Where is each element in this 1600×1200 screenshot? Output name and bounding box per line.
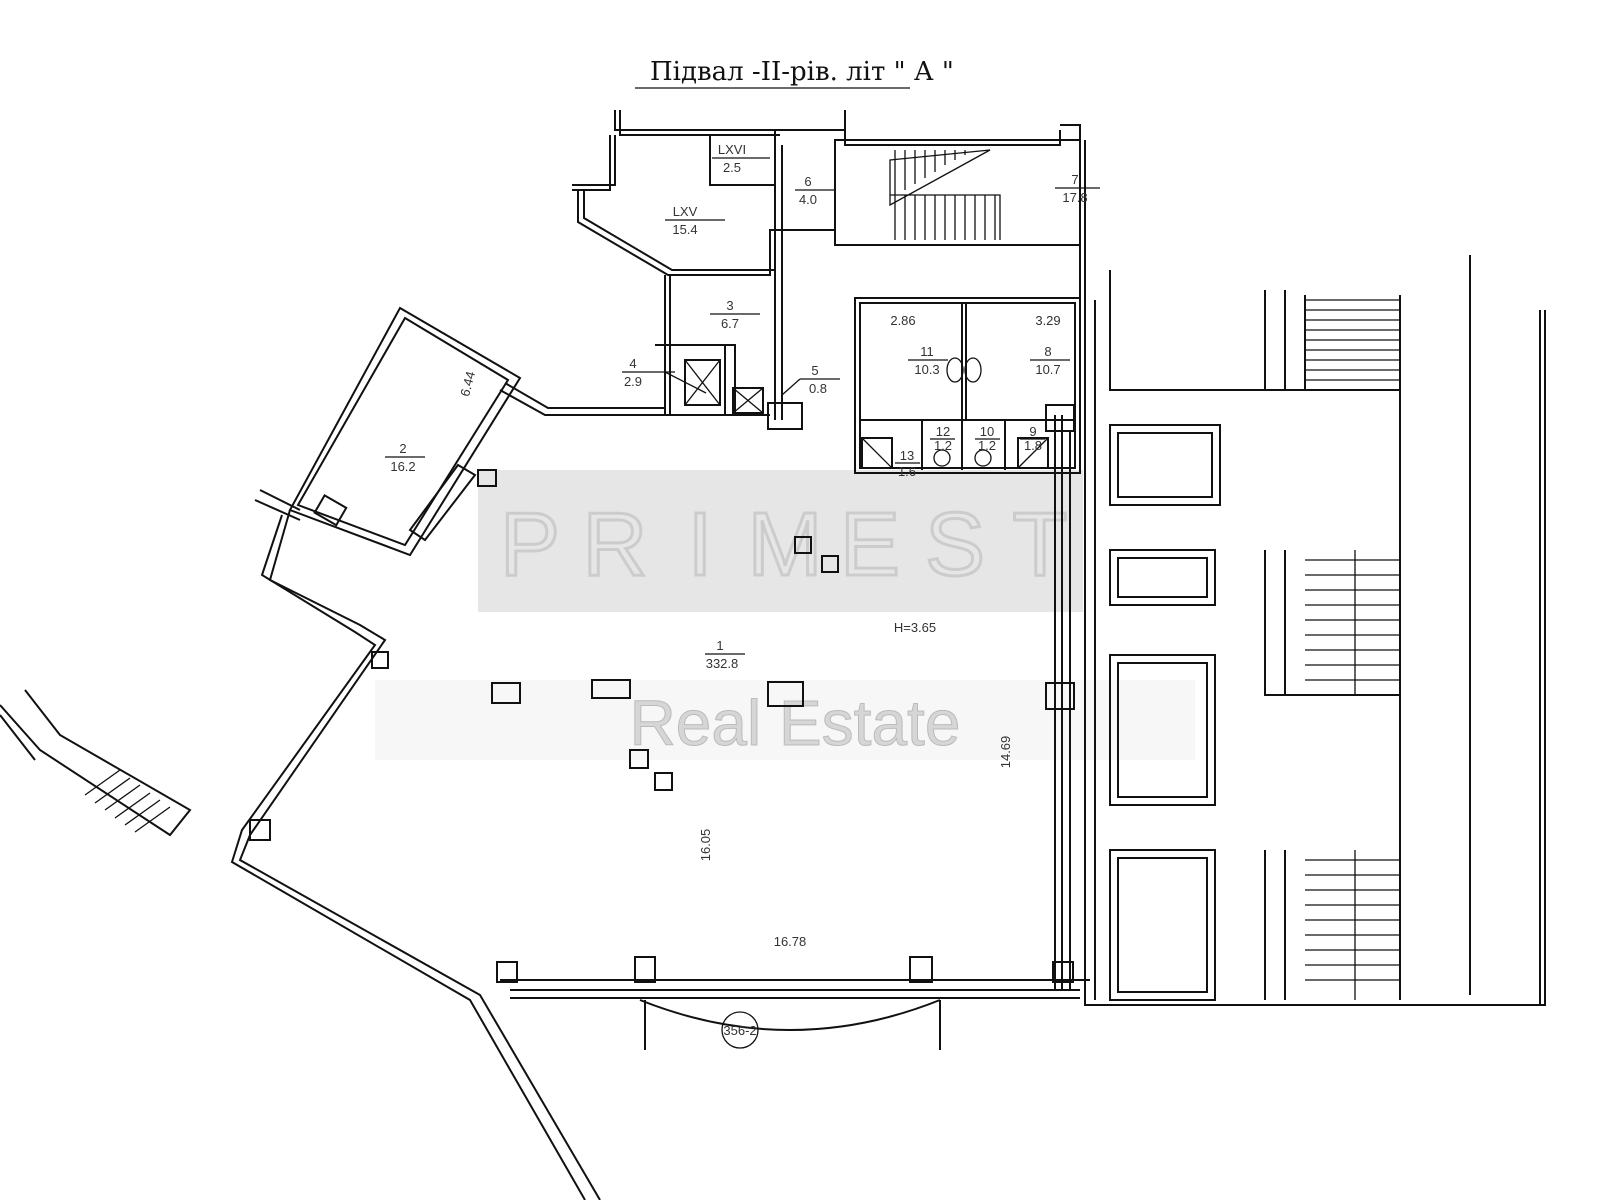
svg-text:0.8: 0.8	[809, 381, 827, 396]
svg-text:6: 6	[804, 174, 811, 189]
svg-text:2: 2	[399, 441, 406, 456]
svg-text:17.8: 17.8	[1062, 190, 1087, 205]
svg-text:1: 1	[716, 638, 723, 653]
svg-text:332.8: 332.8	[706, 656, 739, 671]
room-2-label: 216.2	[385, 441, 425, 474]
ceiling-height: H=3.65	[894, 620, 936, 635]
svg-text:6.7: 6.7	[721, 316, 739, 331]
svg-text:1.2: 1.2	[978, 438, 996, 453]
svg-text:1.2: 1.2	[934, 438, 952, 453]
svg-text:16.2: 16.2	[390, 459, 415, 474]
svg-text:9: 9	[1029, 424, 1036, 439]
dim-6-44: 6.44	[457, 370, 478, 398]
wm-letter: S	[925, 495, 985, 595]
main-hall-walls	[230, 415, 1090, 1200]
room-10-label: 101.2	[975, 424, 1000, 453]
room-LXV-label: LXV 15.4	[665, 204, 725, 237]
svg-text:10.3: 10.3	[914, 362, 939, 377]
dim-16-78: 16.78	[774, 934, 807, 949]
tag-356-2: 356-2	[723, 1023, 756, 1038]
room-13-label: 131.6	[895, 448, 920, 479]
right-exterior	[1084, 255, 1546, 1006]
room-6-label: 64.0	[795, 174, 835, 207]
svg-text:LXV: LXV	[673, 204, 698, 219]
stair-7	[889, 149, 1001, 240]
dimension-labels: 2.86 3.29 6.44 16.05 14.69 16.78 H=3.65 …	[457, 313, 1061, 1038]
room-12-label: 121.2	[930, 424, 955, 453]
wm-letter: T	[1013, 495, 1068, 595]
svg-text:3: 3	[726, 298, 733, 313]
room-11-label: 11 10.3	[908, 344, 948, 377]
room-4-label: 42.9	[622, 356, 707, 394]
svg-text:2.9: 2.9	[624, 374, 642, 389]
svg-text:7: 7	[1071, 172, 1078, 187]
dim-14-69: 14.69	[998, 736, 1013, 769]
room-2-walls	[254, 306, 522, 557]
svg-text:1.6: 1.6	[898, 464, 916, 479]
svg-text:8: 8	[1044, 344, 1051, 359]
upper-block-walls	[499, 110, 1086, 430]
svg-text:5: 5	[811, 363, 818, 378]
wc-block-walls	[854, 297, 1081, 474]
plan-title: Підвал -II-рів. літ " А "	[650, 57, 954, 87]
room-LXVI-label: LXVI 2.5	[712, 142, 770, 175]
svg-text:4.0: 4.0	[799, 192, 817, 207]
room-3-label: 36.7	[710, 298, 760, 331]
wm-letter: E	[840, 495, 900, 595]
svg-text:4: 4	[629, 356, 636, 371]
svg-text:10: 10	[980, 424, 994, 439]
svg-text:15.4: 15.4	[672, 222, 697, 237]
lower-left-stair	[0, 689, 192, 837]
dim-2-86: 2.86	[890, 313, 915, 328]
room-5-label: 50.8	[781, 363, 840, 396]
room-7-label: 717.8	[1055, 172, 1100, 205]
svg-text:2.5: 2.5	[723, 160, 741, 175]
room-9-label: 91.8	[1020, 424, 1045, 453]
room-8-label: 810.7	[1030, 344, 1070, 377]
wm-letter: R	[583, 495, 648, 595]
svg-text:12: 12	[936, 424, 950, 439]
svg-text:13: 13	[900, 448, 914, 463]
watermark: P R I M E S T Real Estate	[375, 470, 1195, 760]
svg-text:LXVI: LXVI	[718, 142, 746, 157]
wm-subtitle: Real Estate	[630, 687, 961, 759]
wm-letter: I	[687, 495, 712, 595]
svg-text:10.7: 10.7	[1035, 362, 1060, 377]
wm-letter: P	[500, 495, 560, 595]
room-1-label: 1 332.8	[705, 638, 745, 671]
tag-circle	[721, 1011, 759, 1049]
svg-text:1.8: 1.8	[1024, 438, 1042, 453]
dim-3-29: 3.29	[1035, 313, 1060, 328]
svg-text:11: 11	[920, 344, 934, 359]
dim-16-05: 16.05	[698, 829, 713, 862]
